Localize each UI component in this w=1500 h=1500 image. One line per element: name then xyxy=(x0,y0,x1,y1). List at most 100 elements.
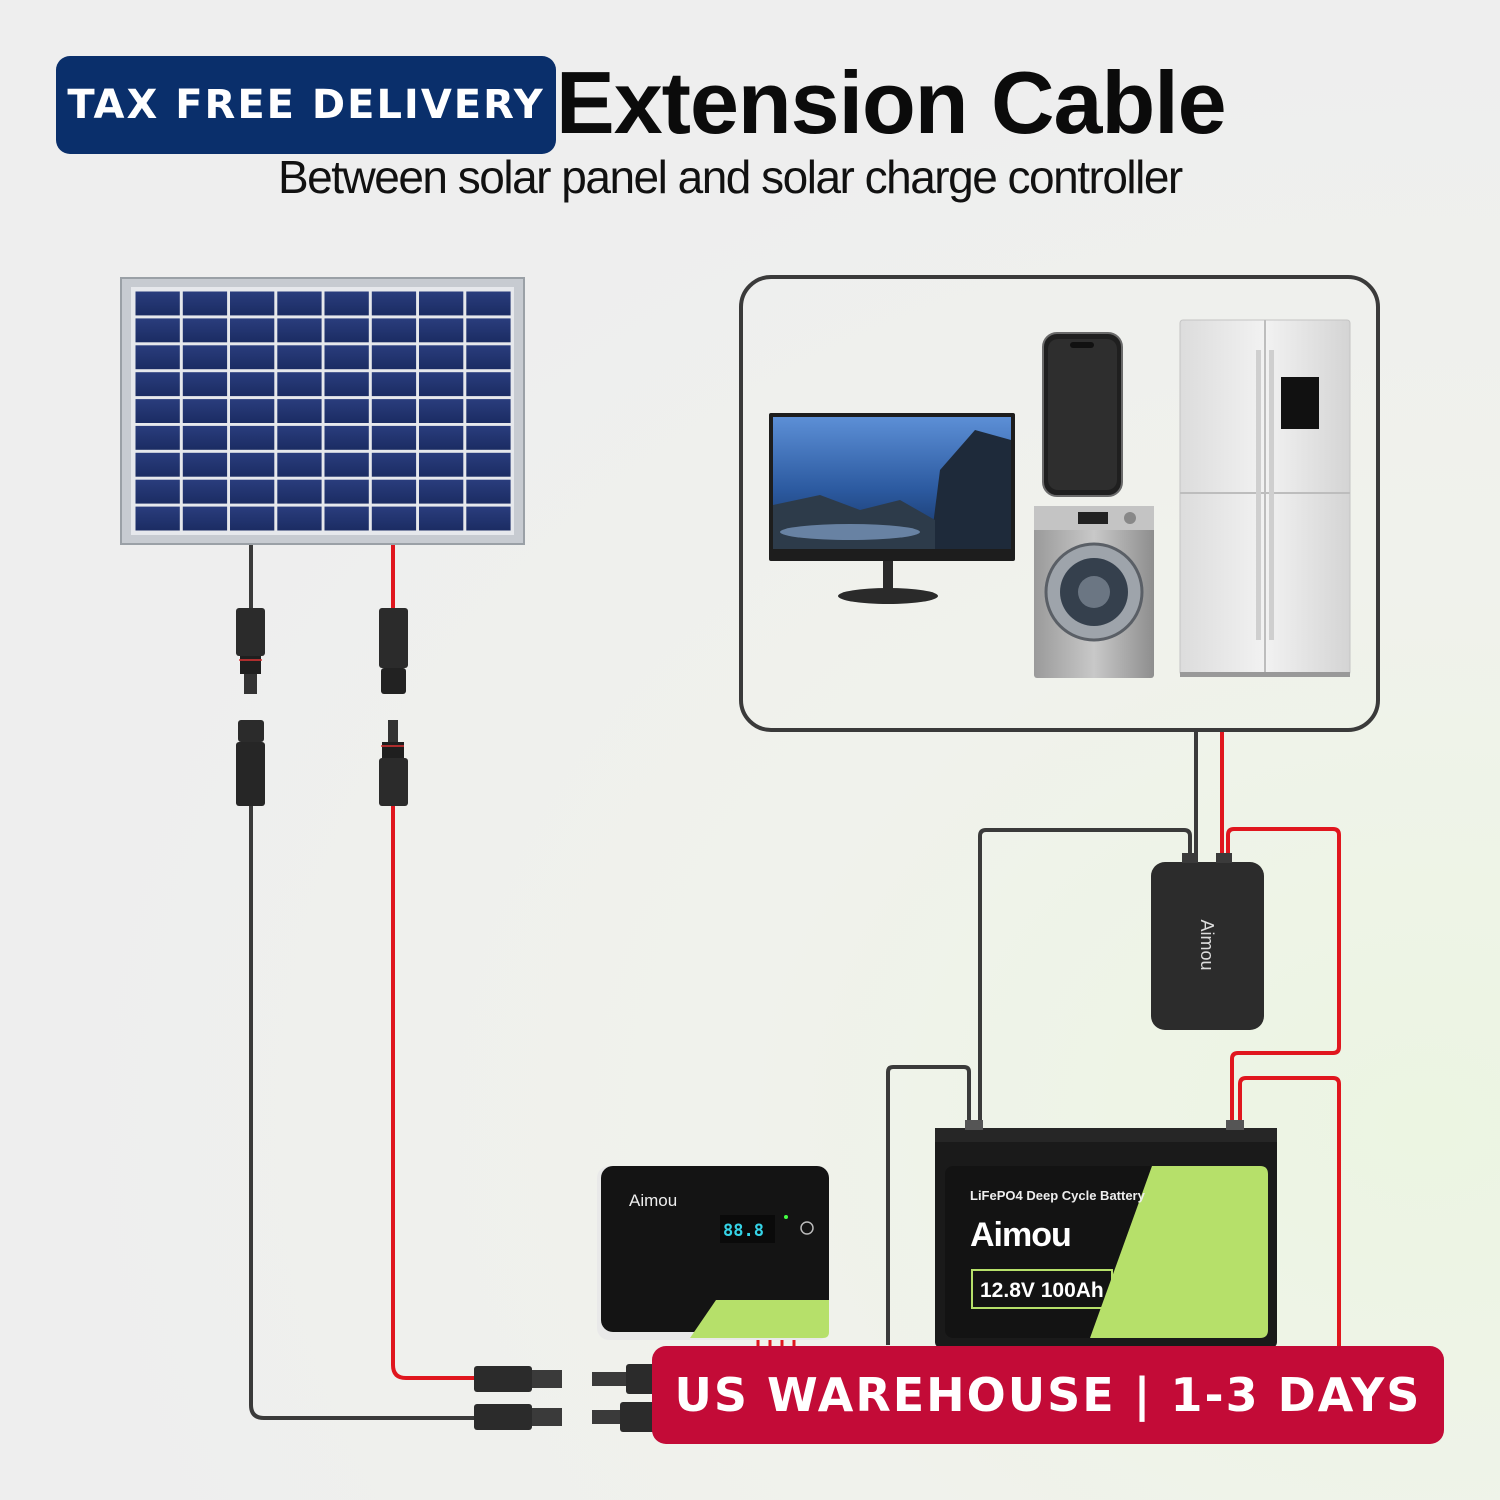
solar-cell xyxy=(324,372,369,397)
solar-cell xyxy=(277,479,322,504)
appliance-frame xyxy=(739,275,1380,732)
solar-cell xyxy=(182,452,228,477)
solar-cell xyxy=(182,345,228,370)
page-subtitle: Between solar panel and solar charge con… xyxy=(278,151,1183,203)
solar-cell xyxy=(324,479,369,504)
inverter-brand-label: Aimou xyxy=(1197,919,1217,970)
phone-icon xyxy=(1042,332,1123,497)
solar-cell xyxy=(230,372,275,397)
battery-spec-label: 12.8V 100Ah xyxy=(980,1279,1104,1302)
controller-display-readout: 88.8 xyxy=(723,1221,764,1241)
solar-cell xyxy=(466,399,511,423)
solar-cell xyxy=(230,425,275,450)
solar-cell xyxy=(466,318,511,343)
solar-cell xyxy=(135,291,180,316)
solar-cell xyxy=(466,452,511,477)
solar-cell xyxy=(230,399,275,423)
negative-wires xyxy=(249,545,1198,1420)
mc4-connector-positive-top xyxy=(379,608,408,694)
solar-cell xyxy=(324,318,369,343)
solar-cell xyxy=(230,318,275,343)
solar-cell xyxy=(182,425,228,450)
solar-cell xyxy=(466,479,511,504)
mc4-connector-negative-top xyxy=(236,608,265,694)
lightning-icon xyxy=(1118,1266,1140,1308)
battery-type-label: LiFePO4 Deep Cycle Battery xyxy=(970,1188,1146,1203)
solar-cell xyxy=(230,291,275,316)
solar-cell xyxy=(419,345,464,370)
solar-cell xyxy=(135,372,180,397)
solar-cell xyxy=(466,425,511,450)
solar-cell xyxy=(277,372,322,397)
solar-cell xyxy=(277,318,322,343)
solar-cell xyxy=(371,399,417,423)
solar-cell xyxy=(182,399,228,423)
solar-cell xyxy=(135,399,180,423)
solar-cell xyxy=(277,506,322,531)
solar-cell xyxy=(135,425,180,450)
solar-cell xyxy=(371,318,417,343)
solar-cell xyxy=(371,506,417,531)
solar-cell xyxy=(324,345,369,370)
solar-cell xyxy=(135,345,180,370)
solar-cell xyxy=(371,452,417,477)
solar-cell xyxy=(182,372,228,397)
solar-cell xyxy=(135,452,180,477)
tax-free-delivery-badge: TAX FREE DELIVERY xyxy=(56,56,556,154)
battery-icon xyxy=(935,1120,1277,1348)
solar-cell xyxy=(419,506,464,531)
solar-cell xyxy=(277,345,322,370)
solar-cell xyxy=(135,479,180,504)
solar-cell xyxy=(324,425,369,450)
mc4-connector-negative-bottom xyxy=(236,720,265,806)
solar-cell xyxy=(371,479,417,504)
solar-cell xyxy=(324,506,369,531)
solar-cell xyxy=(419,479,464,504)
solar-cell xyxy=(182,318,228,343)
solar-cell xyxy=(419,399,464,423)
solar-cell xyxy=(419,452,464,477)
solar-cell xyxy=(277,452,322,477)
solar-cell xyxy=(230,479,275,504)
solar-cell xyxy=(324,452,369,477)
inverter-icon xyxy=(1151,853,1264,1030)
solar-panel-icon xyxy=(120,277,525,545)
solar-cell xyxy=(277,425,322,450)
solar-cell xyxy=(371,291,417,316)
solar-cell xyxy=(371,425,417,450)
solar-cell xyxy=(371,345,417,370)
solar-cell xyxy=(230,506,275,531)
mc4-horizontal-connectors xyxy=(474,1364,656,1432)
refrigerator-icon xyxy=(1179,319,1351,677)
solar-cell xyxy=(419,372,464,397)
controller-brand-label: Aimou xyxy=(629,1191,677,1210)
charge-controller-icon xyxy=(597,1166,829,1340)
solar-cell xyxy=(182,479,228,504)
solar-cell xyxy=(466,506,511,531)
solar-cell xyxy=(135,318,180,343)
solar-cell xyxy=(371,372,417,397)
solar-cell xyxy=(466,345,511,370)
solar-cell xyxy=(419,291,464,316)
solar-cell xyxy=(466,372,511,397)
solar-cell xyxy=(277,291,322,316)
solar-cell xyxy=(182,506,228,531)
solar-cell xyxy=(324,291,369,316)
solar-cell xyxy=(324,399,369,423)
battery-brand-label: Aimou xyxy=(970,1216,1071,1254)
us-warehouse-badge: US WAREHOUSE | 1-3 DAYS xyxy=(652,1346,1444,1444)
solar-cell xyxy=(135,506,180,531)
solar-cell xyxy=(182,291,228,316)
mc4-connector-positive-bottom xyxy=(379,720,408,806)
solar-cell xyxy=(419,318,464,343)
solar-cell xyxy=(277,399,322,423)
solar-cell xyxy=(230,345,275,370)
solar-cell xyxy=(466,291,511,316)
page-title: Extension Cable xyxy=(556,53,1227,152)
washing-machine-icon xyxy=(1034,506,1154,678)
positive-wires xyxy=(391,545,1341,1380)
solar-cell xyxy=(230,452,275,477)
monitor-icon xyxy=(769,413,1015,604)
solar-cell xyxy=(419,425,464,450)
